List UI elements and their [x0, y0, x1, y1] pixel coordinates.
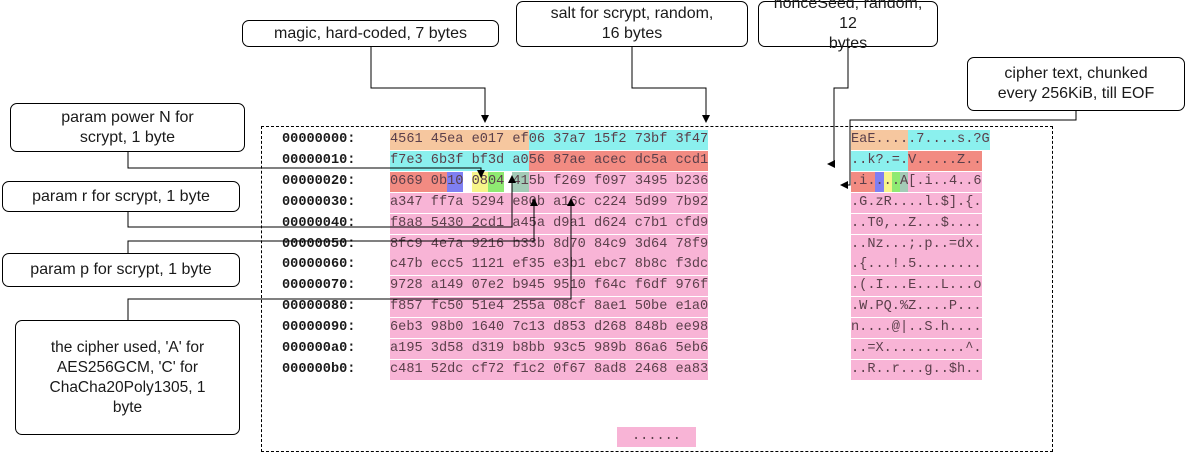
row-ascii: .(.I...E...L...o [851, 276, 982, 297]
row-hex: 0669 0b10 0804 415b f269 f097 3495 b236 [390, 171, 709, 192]
callout-nonce-seed: nonceSeed, random, 12 bytes [758, 0, 938, 52]
row-ascii: EaE.....7....s.?G [851, 130, 990, 150]
callout-magic: magic, hard-coded, 7 bytes [242, 20, 499, 47]
row-address: 00000040: [282, 215, 356, 231]
row-hex: f7e3 6b3f bf3d a056 87ae acec dc5a ccd1 [390, 150, 709, 171]
hex-segment-body: 5b f269 f097 3495 b236 [528, 171, 709, 192]
ascii-segment-body: ..Nz...;.p..=dx. [851, 234, 982, 255]
row-address: 000000b0: [282, 361, 356, 377]
hex-segment-body: f8a8 5430 2cd1 a45a d9a1 d624 c7b1 cfd9 [390, 213, 709, 234]
ascii-segment-nonce: .i. [851, 171, 876, 192]
hex-segment-salt: 06 37a7 15f2 73bf 3f47 [528, 130, 709, 150]
row-hex: c481 52dc cf72 f1c2 0f67 8ad8 2468 ea83 [390, 359, 709, 380]
callout-param-p: param p for scrypt, 1 byte [2, 253, 240, 287]
ascii-segment-nonce: V.....Z.. [908, 150, 982, 171]
row-address: 00000070: [282, 278, 356, 294]
row-address: 00000090: [282, 320, 356, 336]
connector-magic [370, 47, 489, 123]
callout-cipher-used: the cipher used, 'A' for AES256GCM, 'C' … [15, 320, 240, 435]
ascii-segment-salt: ..k?.=. [851, 150, 909, 171]
row-address: 00000060: [282, 257, 356, 273]
hex-segment-rparam: 08 [471, 171, 488, 192]
row-hex: a347 ff7a 5294 e80b a16c c224 5d99 7b92 [390, 192, 709, 213]
hex-segment-body: a195 3d58 d319 b8bb 93c5 989b 86a6 5eb6 [390, 339, 709, 359]
callout-param-n: param power N for scrypt, 1 byte [10, 103, 245, 152]
ascii-segment-magic: EaE.... [851, 130, 909, 150]
callout-salt: salt for scrypt, random, 16 bytes [516, 1, 748, 47]
hex-segment-body: a347 ff7a 5294 e80b a16c c224 5d99 7b92 [390, 192, 709, 213]
ascii-segment-salt: .7....s.?G [908, 130, 990, 150]
row-hex: 8fc9 4e7a 9216 b33b 8d70 84c9 3d64 78f9 [390, 234, 709, 255]
row-hex: 4561 45ea e017 ef06 37a7 15f2 73bf 3f47 [390, 130, 709, 150]
ascii-segment-body: [.i..4..6 [908, 171, 982, 192]
row-ascii: ..R..r...g..$h.. [851, 359, 982, 380]
callout-cipher-text: cipher text, chunked every 256KiB, till … [967, 57, 1185, 111]
ascii-segment-body: n....@|..S.h.... [851, 318, 982, 339]
hex-segment-body: 9728 a149 07e2 b945 9510 f64c f6df 976f [390, 276, 709, 297]
row-address: 00000010: [282, 152, 356, 168]
row-hex: f857 fc50 51e4 255a 08cf 8ae1 50be e1a0 [390, 297, 709, 318]
hex-segment-none [463, 172, 471, 192]
hex-segment-body: c481 52dc cf72 f1c2 0f67 8ad8 2468 ea83 [390, 359, 709, 380]
row-hex: f8a8 5430 2cd1 a45a d9a1 d624 c7b1 cfd9 [390, 213, 709, 234]
hex-segment-salt: f7e3 6b3f bf3d a0 [390, 150, 529, 171]
hex-segment-ciph: 41 [512, 171, 529, 192]
hexdump-ellipsis: ...... [617, 427, 696, 447]
hex-segment-magic: 4561 45ea e017 ef [390, 130, 529, 150]
row-ascii: ..T0,..Z...$.... [851, 213, 982, 234]
row-ascii: .G.zR....l.$].{. [851, 192, 982, 213]
ascii-segment-body: .G.zR....l.$].{. [851, 192, 982, 213]
ascii-segment-power: . [875, 171, 884, 192]
ascii-segment-body: ..T0,..Z...$.... [851, 213, 982, 234]
hex-segment-nonce: 56 87ae acec dc5a ccd1 [528, 150, 709, 171]
row-address: 00000050: [282, 236, 356, 252]
ascii-segment-body: ..R..r...g..$h.. [851, 359, 982, 380]
hex-segment-nonce: 0669 0b [390, 171, 448, 192]
hex-segment-none [504, 172, 512, 192]
row-ascii: .i....A[.i..4..6 [851, 171, 982, 192]
ascii-segment-body: .(.I...E...L...o [851, 276, 982, 297]
ascii-segment-ciph: A [900, 171, 909, 192]
row-hex: 9728 a149 07e2 b945 9510 f64c f6df 976f [390, 276, 709, 297]
hex-segment-body: 8fc9 4e7a 9216 b33b 8d70 84c9 3d64 78f9 [390, 234, 709, 255]
row-address: 00000030: [282, 194, 356, 210]
hex-segment-power: 10 [447, 171, 464, 192]
row-address: 00000080: [282, 299, 356, 315]
hex-segment-pparam: 04 [487, 171, 505, 192]
row-ascii: .W.PQ.%Z....P... [851, 297, 982, 318]
callout-param-r: param r for scrypt, 1 byte [2, 181, 240, 212]
row-ascii: ..k?.=.V.....Z.. [851, 150, 982, 171]
row-ascii: n....@|..S.h.... [851, 318, 982, 339]
row-ascii: ..Nz...;.p..=dx. [851, 234, 982, 255]
connector-salt [631, 47, 710, 123]
hex-segment-body: c47b ecc5 1121 ef35 e3b1 ebc7 8b8c f3dc [390, 255, 709, 276]
ascii-segment-rparam: . [883, 171, 892, 192]
hex-segment-body: f857 fc50 51e4 255a 08cf 8ae1 50be e1a0 [390, 297, 709, 318]
ascii-segment-body: ..=X..........^. [851, 339, 982, 359]
row-hex: 6eb3 98b0 1640 7c13 d853 d268 848b ee98 [390, 318, 709, 339]
row-ascii: ..=X..........^. [851, 339, 982, 359]
ascii-segment-body: .{...!.5........ [851, 255, 982, 276]
hex-segment-body: 6eb3 98b0 1640 7c13 d853 d268 848b ee98 [390, 318, 709, 339]
row-hex: a195 3d58 d319 b8bb 93c5 989b 86a6 5eb6 [390, 339, 709, 359]
row-hex: c47b ecc5 1121 ef35 e3b1 ebc7 8b8c f3dc [390, 255, 709, 276]
row-ascii: .{...!.5........ [851, 255, 982, 276]
ascii-segment-pparam: . [891, 171, 900, 192]
row-address: 00000000: [282, 132, 356, 147]
row-address: 00000020: [282, 173, 356, 189]
row-address: 000000a0: [282, 341, 356, 356]
ascii-segment-body: .W.PQ.%Z....P... [851, 297, 982, 318]
